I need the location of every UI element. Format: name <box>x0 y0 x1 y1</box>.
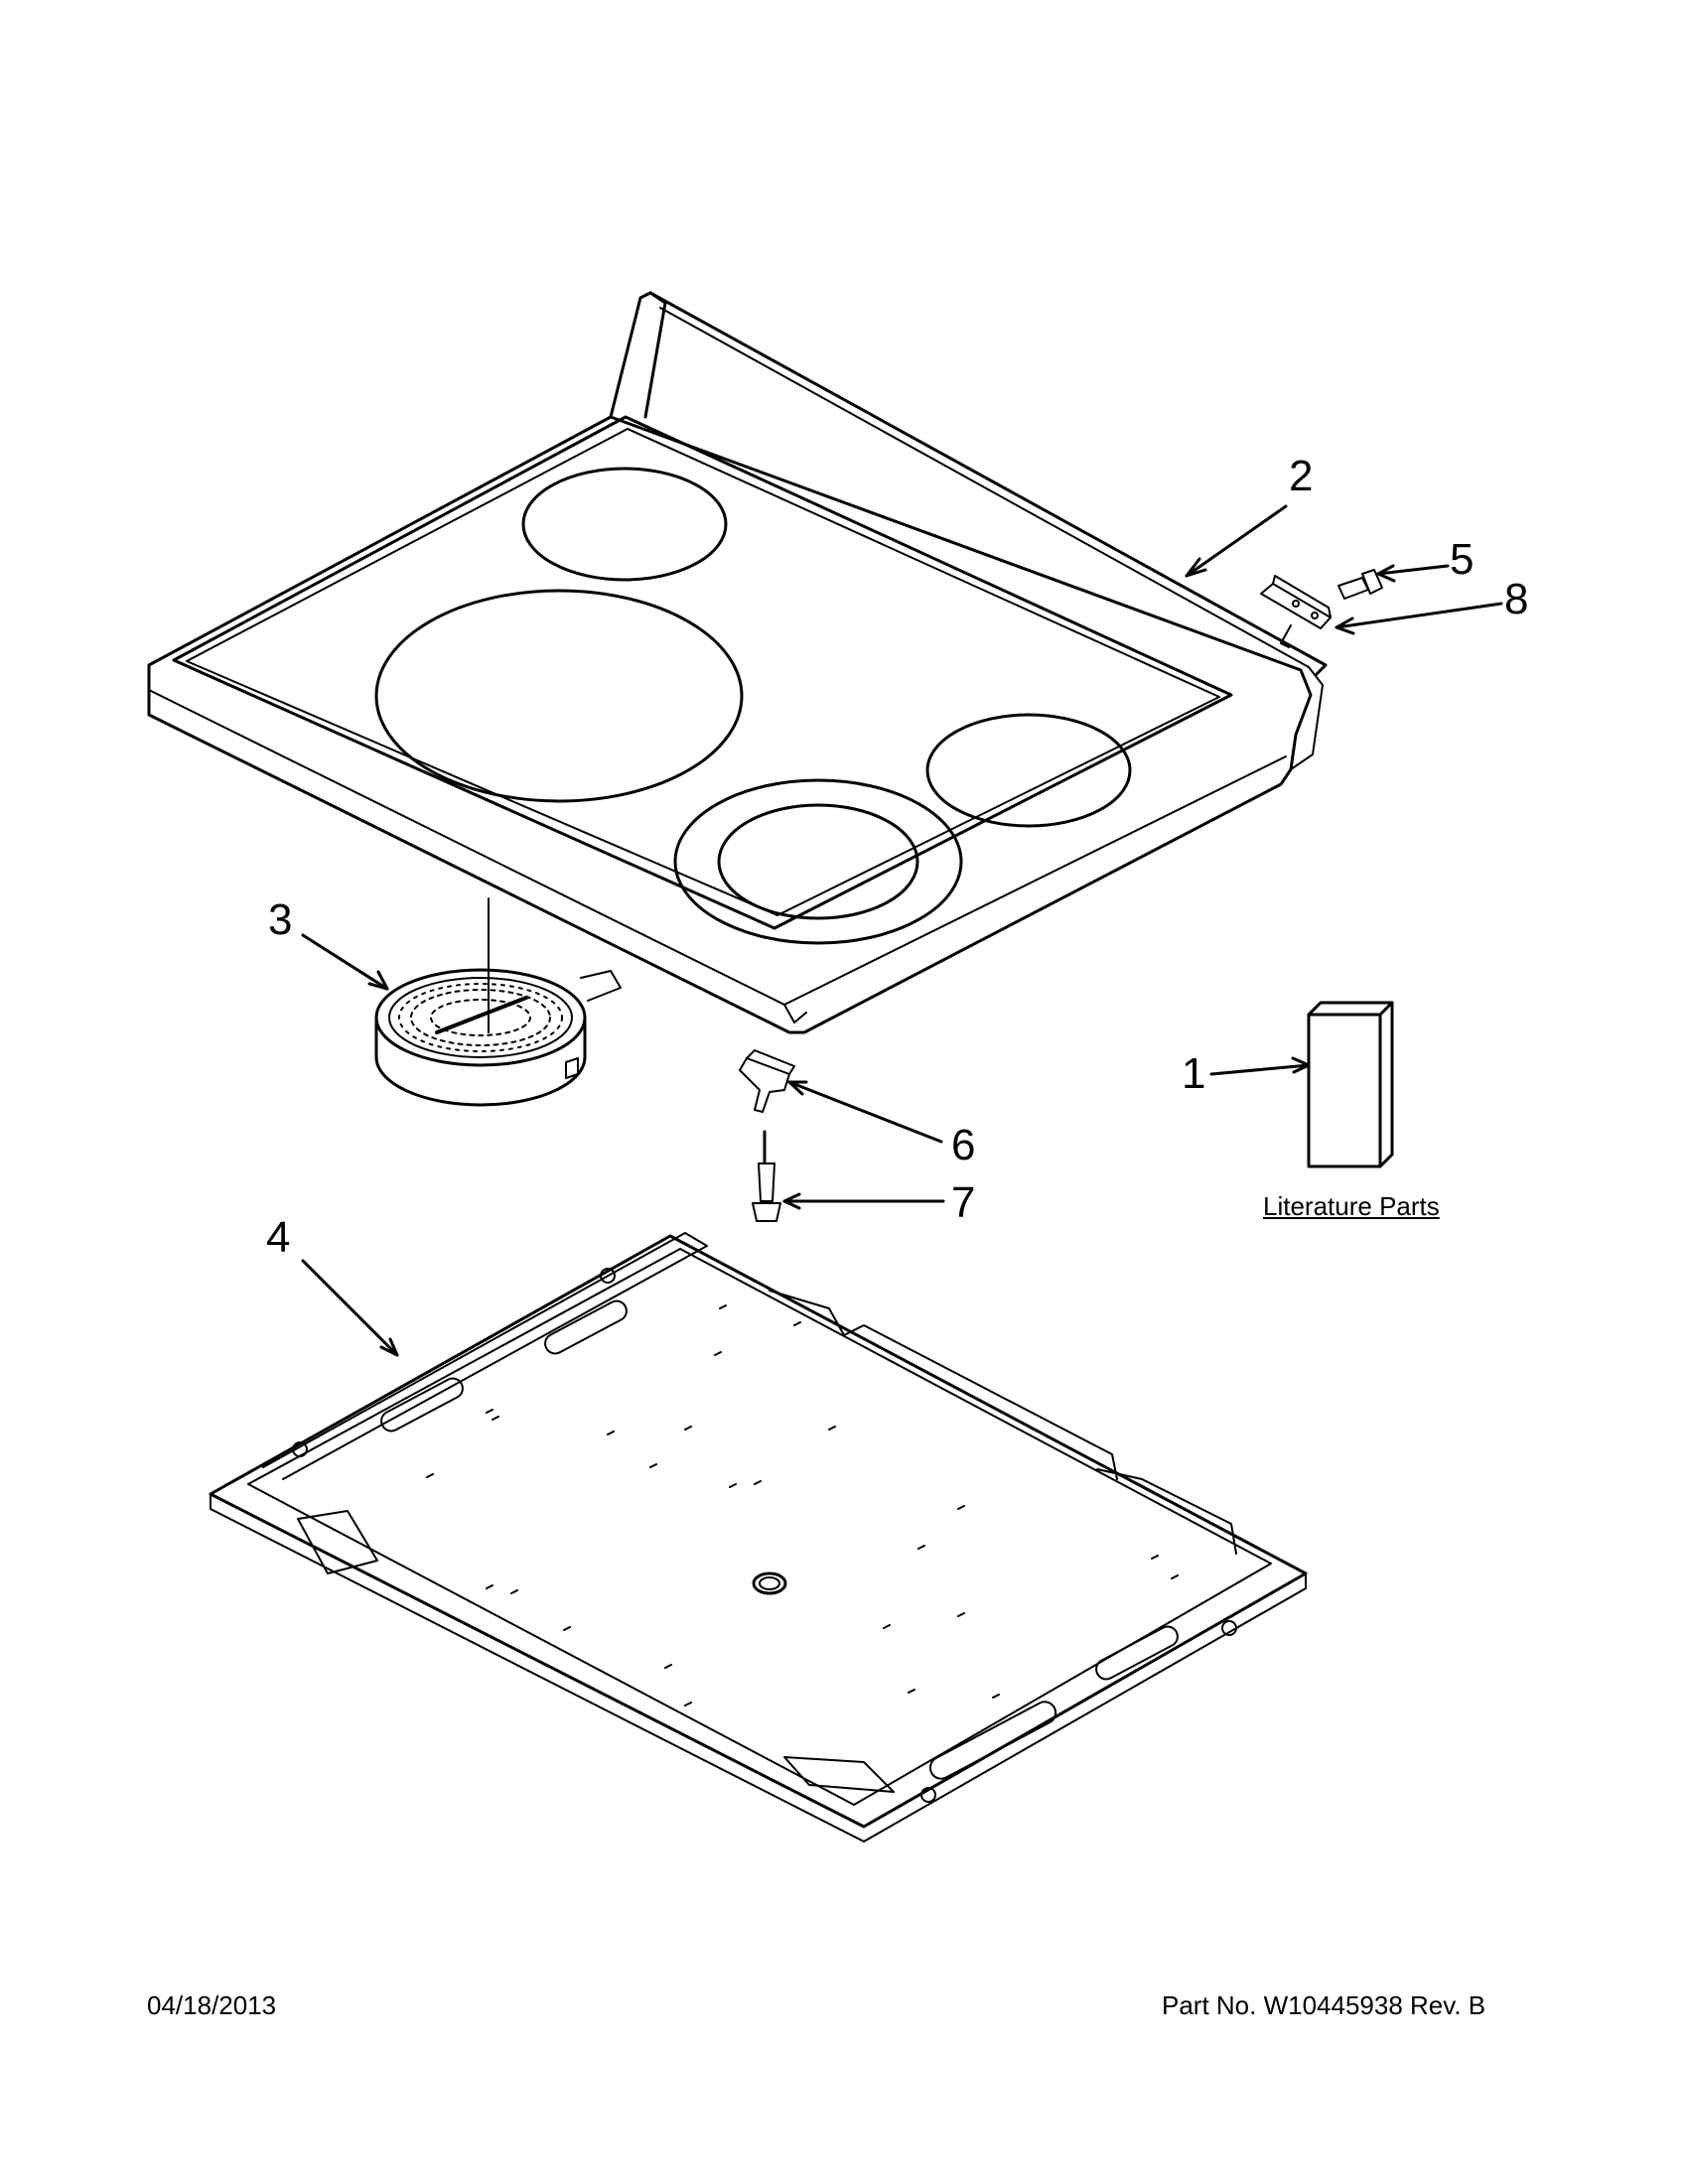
arrow-6 <box>787 1080 943 1144</box>
footer-part-number: Part No. W10445938 Rev. B <box>1162 1990 1486 2020</box>
arrow-2 <box>1185 504 1288 578</box>
literature-part-1 <box>1307 1001 1394 1168</box>
bracket-part-8 <box>1260 575 1332 648</box>
tray-holes <box>426 1304 1179 1706</box>
callout-7: 7 <box>951 1178 976 1227</box>
cooktop-part-2 <box>147 291 1328 1034</box>
radiant-element-part-3 <box>374 897 622 1107</box>
callout-1: 1 <box>1182 1049 1206 1098</box>
leader-arrows <box>301 504 1503 1357</box>
arrow-8 <box>1335 602 1503 629</box>
callout-2: 2 <box>1289 452 1314 500</box>
arrow-1 <box>1209 1063 1311 1076</box>
footer-date: 04/18/2013 <box>147 1990 277 2020</box>
clip-part-6 <box>739 1049 795 1113</box>
literature-parts-label: Literature Parts <box>1263 1191 1440 1221</box>
burner-ring-front-right-outer <box>673 778 963 945</box>
screw-part-7 <box>752 1130 781 1222</box>
arrow-5 <box>1376 564 1450 576</box>
callout-4: 4 <box>266 1213 291 1262</box>
callout-6: 6 <box>951 1121 976 1169</box>
callout-5: 5 <box>1450 535 1475 584</box>
burner-ring-back-left <box>521 467 728 582</box>
burner-ring-front-left <box>374 589 744 803</box>
burner-box-part-4 <box>209 1232 1308 1843</box>
screw-part-5 <box>1337 569 1383 600</box>
callout-8: 8 <box>1504 575 1529 623</box>
arrow-3 <box>301 933 389 991</box>
burner-ring-back-right <box>925 713 1132 828</box>
callout-3: 3 <box>268 895 293 944</box>
arrow-4 <box>301 1259 399 1357</box>
burner-ring-front-right-inner <box>717 803 919 920</box>
